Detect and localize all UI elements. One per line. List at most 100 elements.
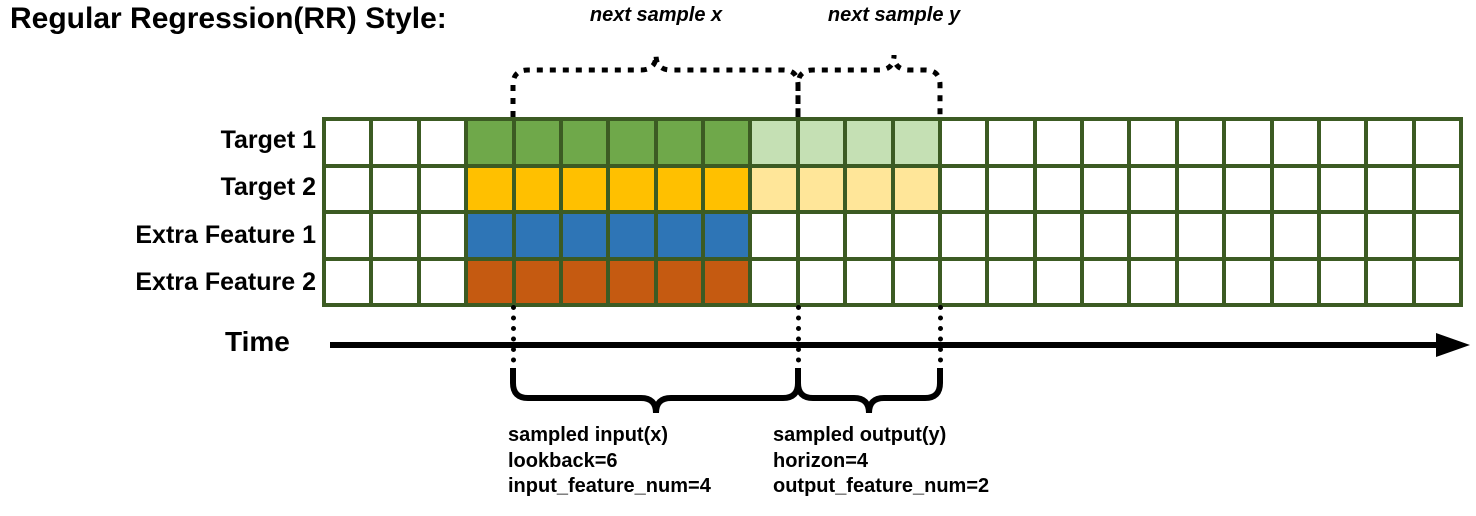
grid-cell-r4-c2-blank [373, 260, 417, 303]
grid-cell-r3-c4-input [468, 214, 512, 257]
grid-cell-r3-c9-input [705, 214, 749, 257]
page-title: Regular Regression(RR) Style: [10, 2, 447, 35]
grid-cell-r2-c14-blank [941, 167, 986, 210]
grid-cell-r3-c3-blank [420, 214, 465, 257]
timeseries-grid [322, 117, 1463, 307]
time-axis-arrow [330, 333, 1470, 357]
grid-cell-r2-c17-blank [1084, 167, 1128, 210]
grid-cell-r4-c12-blank [847, 260, 891, 303]
grid-cell-r1-c3-blank [420, 121, 465, 164]
grid-cell-r4-c20-blank [1226, 260, 1270, 303]
grid-cell-r2-c1-blank [326, 167, 370, 210]
grid-cell-r4-c1-blank [326, 260, 370, 303]
grid-cell-r1-c24-blank [1415, 121, 1459, 164]
grid-cell-r1-c9-input [705, 121, 749, 164]
grid-cell-r1-c5-input [515, 121, 559, 164]
grid-cell-r4-c10-blank [752, 260, 796, 303]
grid-cell-r2-c18-blank [1131, 167, 1175, 210]
grid-cell-r3-c20-blank [1226, 214, 1270, 257]
grid-cell-r3-c18-blank [1131, 214, 1175, 257]
grid-cell-r2-c16-blank [1036, 167, 1080, 210]
grid-cell-r1-c4-input [468, 121, 512, 164]
grid-cell-r3-c10-blank [752, 214, 796, 257]
grid-cell-r4-c22-blank [1320, 260, 1365, 303]
grid-cell-r3-c8-input [657, 214, 701, 257]
grid-cell-r3-c19-blank [1178, 214, 1223, 257]
grid-cell-r2-c7-input [610, 167, 654, 210]
grid-cell-r3-c16-blank [1036, 214, 1080, 257]
grid-cell-r2-c9-input [705, 167, 749, 210]
grid-cell-r3-c5-input [515, 214, 559, 257]
grid-cell-r1-c11-output [799, 121, 844, 164]
grid-cell-r1-c23-blank [1368, 121, 1412, 164]
grid-cell-r2-c22-blank [1320, 167, 1365, 210]
top-bracket-label-next-sample-y: next sample y [827, 4, 961, 26]
grid-cell-r1-c19-blank [1178, 121, 1223, 164]
grid-cell-r2-c19-blank [1178, 167, 1223, 210]
grid-cell-r1-c17-blank [1084, 121, 1128, 164]
grid-cell-r3-c12-blank [847, 214, 891, 257]
grid-cell-r3-c2-blank [373, 214, 417, 257]
grid-cell-r4-c9-input [705, 260, 749, 303]
grid-cell-r1-c12-output [847, 121, 891, 164]
grid-cell-r4-c24-blank [1415, 260, 1459, 303]
caption-input-line-1: sampled input(x) [508, 424, 669, 446]
grid-cell-r3-c6-input [562, 214, 607, 257]
grid-cell-r2-c10-output [752, 167, 796, 210]
grid-cell-r1-c14-blank [941, 121, 986, 164]
caption-output-line-3: output_feature_num=2 [773, 475, 990, 498]
grid-cell-r4-c16-blank [1036, 260, 1080, 303]
grid-cell-r1-c1-blank [326, 121, 370, 164]
grid-cell-r1-c8-input [657, 121, 701, 164]
grid-cell-r1-c10-output [752, 121, 796, 164]
grid-cell-r4-c4-input [468, 260, 512, 303]
grid-cell-r3-c24-blank [1415, 214, 1459, 257]
caption-sampled-output: sampled output(y) horizon=4 output_featu… [773, 423, 989, 500]
grid-cell-r3-c7-input [610, 214, 654, 257]
grid-cell-r4-c6-input [562, 260, 607, 303]
caption-output-line-1: sampled output(y) [773, 424, 947, 446]
grid-cell-r2-c4-input [468, 167, 512, 210]
grid-cell-r2-c11-output [799, 167, 844, 210]
grid-cell-r1-c13-output [894, 121, 938, 164]
grid-cell-r1-c15-blank [989, 121, 1033, 164]
grid-cell-r1-c18-blank [1131, 121, 1175, 164]
grid-cell-r3-c1-blank [326, 214, 370, 257]
grid-cell-r4-c8-input [657, 260, 701, 303]
grid-cell-r2-c24-blank [1415, 167, 1459, 210]
grid-cell-r4-c23-blank [1368, 260, 1412, 303]
grid-cell-r2-c13-output [894, 167, 938, 210]
grid-cell-r1-c6-input [562, 121, 607, 164]
row-label-extra-feature-2: Extra Feature 2 [135, 268, 316, 296]
guide-line-input-start [511, 305, 516, 373]
grid-cell-r4-c21-blank [1273, 260, 1317, 303]
grid-cell-r4-c13-blank [894, 260, 938, 303]
grid-cell-r2-c12-output [847, 167, 891, 210]
grid-cell-r2-c20-blank [1226, 167, 1270, 210]
grid-cell-r2-c3-blank [420, 167, 465, 210]
grid-cell-r3-c13-blank [894, 214, 938, 257]
caption-output-line-2: horizon=4 [773, 449, 869, 472]
grid-cell-r3-c21-blank [1273, 214, 1317, 257]
row-label-extra-feature-1: Extra Feature 1 [135, 221, 316, 249]
caption-input-line-3: input_feature_num=4 [508, 475, 711, 498]
caption-sampled-input: sampled input(x) lookback=6 input_featur… [508, 423, 711, 500]
guide-line-input-end [796, 305, 801, 373]
grid-cell-r2-c5-input [515, 167, 559, 210]
grid-cell-r1-c21-blank [1273, 121, 1317, 164]
grid-cell-r4-c15-blank [989, 260, 1033, 303]
grid-cell-r1-c16-blank [1036, 121, 1080, 164]
row-label-target-2: Target 2 [220, 173, 316, 201]
grid-cell-r3-c22-blank [1320, 214, 1365, 257]
top-bracket-label-next-sample-x: next sample x [589, 4, 723, 26]
grid-cell-r2-c23-blank [1368, 167, 1412, 210]
grid-cell-r4-c11-blank [799, 260, 844, 303]
grid-cell-r4-c7-input [610, 260, 654, 303]
row-label-target-1: Target 1 [220, 126, 316, 154]
grid-cell-r2-c15-blank [989, 167, 1033, 210]
grid-cell-r2-c21-blank [1273, 167, 1317, 210]
grid-cell-r3-c23-blank [1368, 214, 1412, 257]
grid-cell-r4-c17-blank [1084, 260, 1128, 303]
grid-cell-r4-c19-blank [1178, 260, 1223, 303]
